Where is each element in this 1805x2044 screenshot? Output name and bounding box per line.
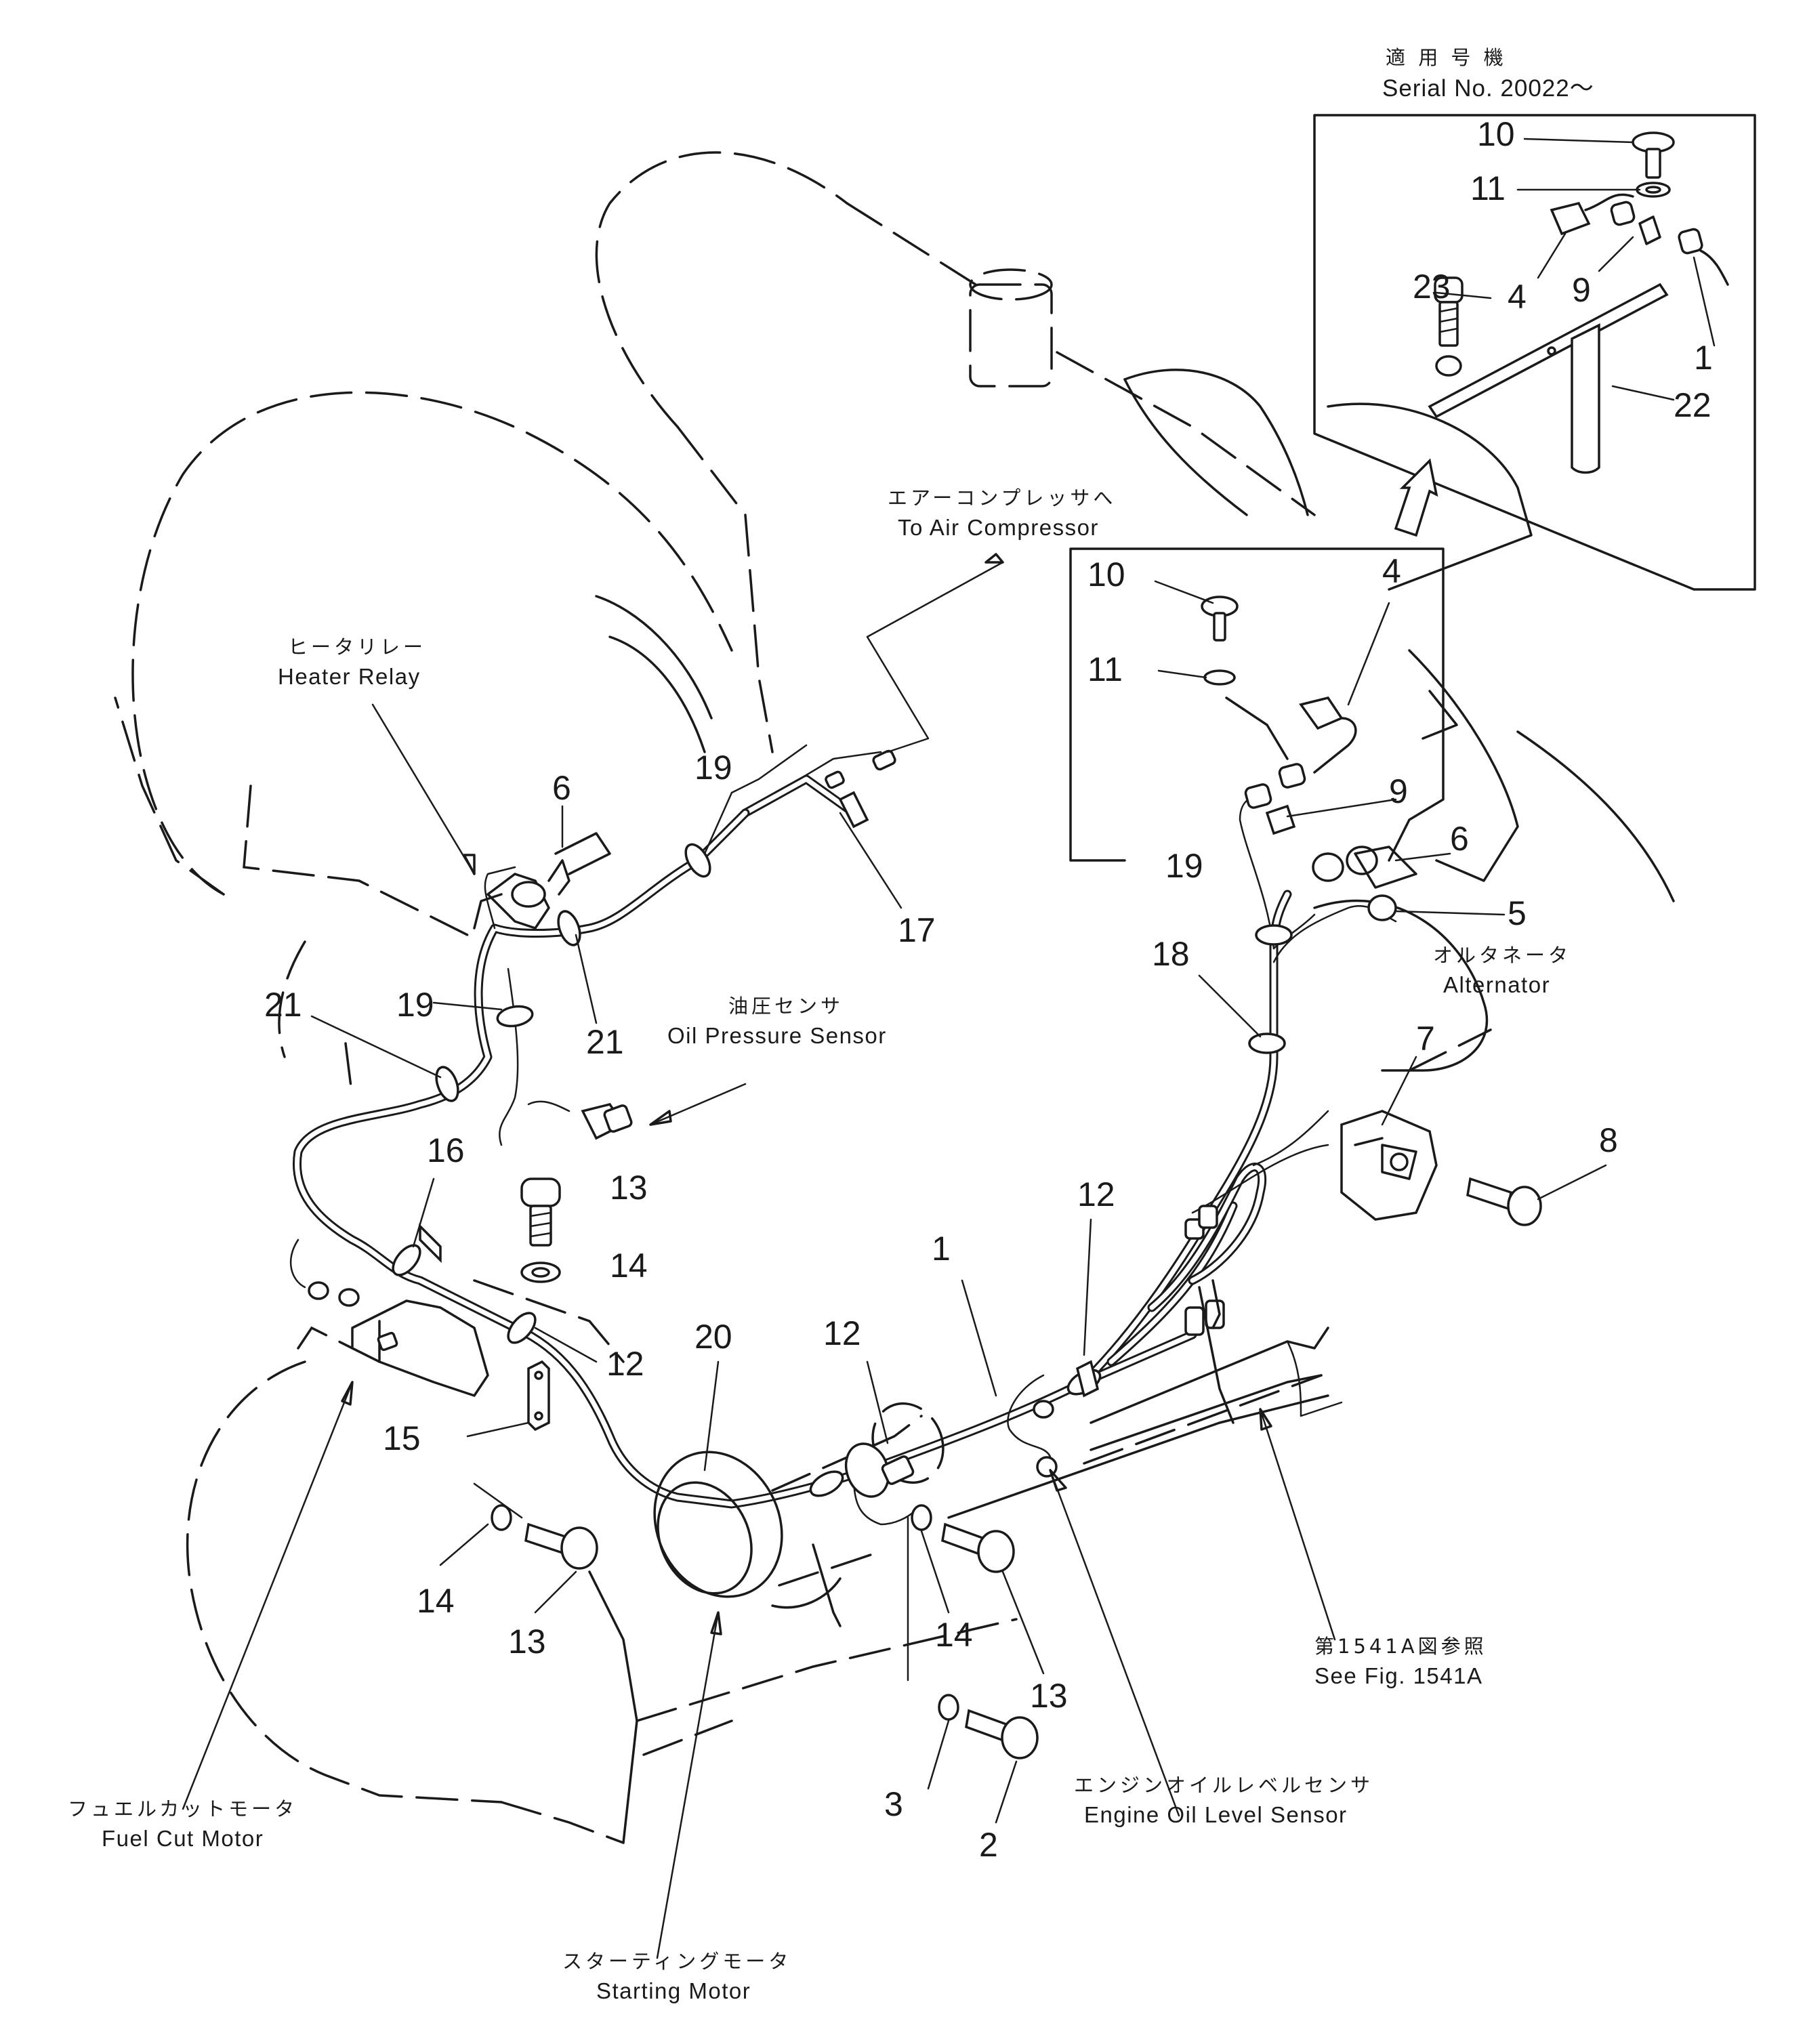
part-number-19: 19 [396,986,434,1024]
part-number-9: 9 [1572,271,1591,309]
part-number-22: 22 [1674,386,1711,424]
part-number-16: 16 [427,1131,465,1169]
part-number-19: 19 [694,749,732,787]
harness-connectors [308,749,1225,1478]
bracket-15 [527,1360,550,1432]
see-fig-label-jp: 第1541A図参照 [1314,1635,1487,1658]
part-number-11: 11 [1087,650,1123,688]
heater-relay-label-jp: ヒータリレー [288,635,426,659]
part-number-21: 21 [264,986,302,1024]
part-number-4: 4 [1382,552,1401,590]
oil-level-sensor-harness [1090,1279,1329,1451]
fasteners [491,1177,1542,1759]
alternator-label: Alternator [1443,972,1550,997]
part-number-5: 5 [1508,894,1527,932]
part-number-19: 19 [1165,847,1203,885]
alternator-detail-inset [1069,547,1506,921]
alternator-label-jp: オルタネータ [1433,944,1571,967]
part-number-14: 14 [417,1582,455,1620]
heater-relay-label: Heater Relay [278,664,421,689]
part-number-10: 10 [1477,115,1515,153]
part-number-6: 6 [552,769,571,807]
see-fig-label: See Fig. 1541A [1314,1663,1483,1688]
applicable-serial-label-jp: 適 用 号 機 [1386,46,1507,69]
oil-pressure-sensor-label: Oil Pressure Sensor [667,1023,887,1048]
fuel-cut-motor [351,1299,489,1397]
part-number-18: 18 [1152,935,1190,973]
part-number-1: 1 [932,1230,951,1268]
part-number-13: 13 [1030,1677,1068,1715]
starting-motor-label-jp: スターティングモータ [562,1950,791,1973]
serial-detail-inset [1313,114,1756,591]
relay-box-7 [1340,1110,1438,1221]
part-number-23: 23 [1413,268,1451,306]
part-number-4: 4 [1508,278,1527,316]
part-number-9: 9 [1389,772,1408,810]
to-air-compressor-label-jp: エアーコンプレッサへ [888,486,1116,509]
oil-pressure-sensor-label-jp: 油圧センサ [728,995,844,1018]
part-number-2: 2 [979,1826,998,1864]
leader-lines [182,553,1607,1959]
part-number-labels: 10 11 4 9 1 23 22 10 11 4 9 19 6 5 18 7 … [264,115,1713,1864]
part-number-20: 20 [694,1318,732,1356]
serial-number-label: Serial No. 20022～ [1382,75,1594,102]
to-air-compressor-label: To Air Compressor [898,515,1099,540]
harness-clamps [392,791,1293,1497]
part-number-11: 11 [1470,169,1506,207]
part-number-7: 7 [1416,1020,1435,1058]
part-number-1: 1 [1694,339,1713,377]
part-number-6: 6 [1450,820,1469,858]
part-number-8: 8 [1599,1121,1618,1159]
engine-oil-level-sensor-label: Engine Oil Level Sensor [1084,1802,1348,1827]
part-number-14: 14 [610,1247,648,1285]
part-number-13: 13 [508,1623,546,1661]
part-number-13: 13 [610,1169,648,1207]
part-number-3: 3 [884,1785,903,1823]
fuel-cut-motor-label: Fuel Cut Motor [102,1826,264,1851]
part-number-12: 12 [606,1345,644,1383]
fuel-cut-motor-label-jp: フュエルカットモータ [68,1797,297,1820]
part-number-17: 17 [898,911,936,949]
part-number-21: 21 [586,1023,624,1061]
engine-oil-level-sensor-label-jp: エンジンオイルレベルセンサ [1074,1774,1373,1797]
part-number-12: 12 [823,1314,861,1352]
heater-relay-assembly [473,832,611,930]
part-number-12: 12 [1077,1175,1115,1213]
part-number-10: 10 [1087,556,1125,593]
part-number-14: 14 [935,1616,973,1654]
starting-motor [653,1402,945,1627]
part-number-15: 15 [383,1419,421,1457]
engine-outline [114,151,1675,1844]
starting-motor-label: Starting Motor [596,1978,751,2003]
